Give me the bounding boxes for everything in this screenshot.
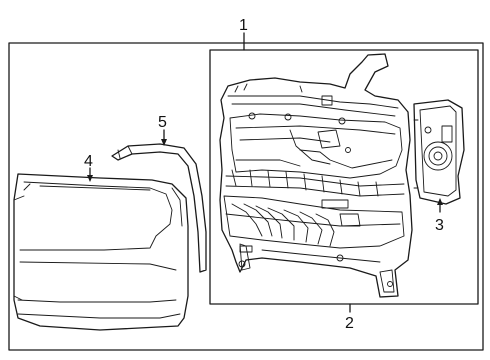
headlamp-housing <box>219 53 413 298</box>
headlamp-assembly-frame <box>209 49 479 305</box>
outer-frame <box>8 42 484 351</box>
headlamp-cover-module <box>413 99 465 205</box>
trim-strip <box>111 143 207 273</box>
callout-5: 5 <box>158 114 167 131</box>
callout-4: 4 <box>84 153 93 170</box>
callout-2: 2 <box>345 315 354 332</box>
side-marker-lamp <box>13 173 189 331</box>
leader-lines <box>87 32 443 313</box>
callout-3: 3 <box>435 217 444 234</box>
callout-1: 1 <box>239 17 248 34</box>
